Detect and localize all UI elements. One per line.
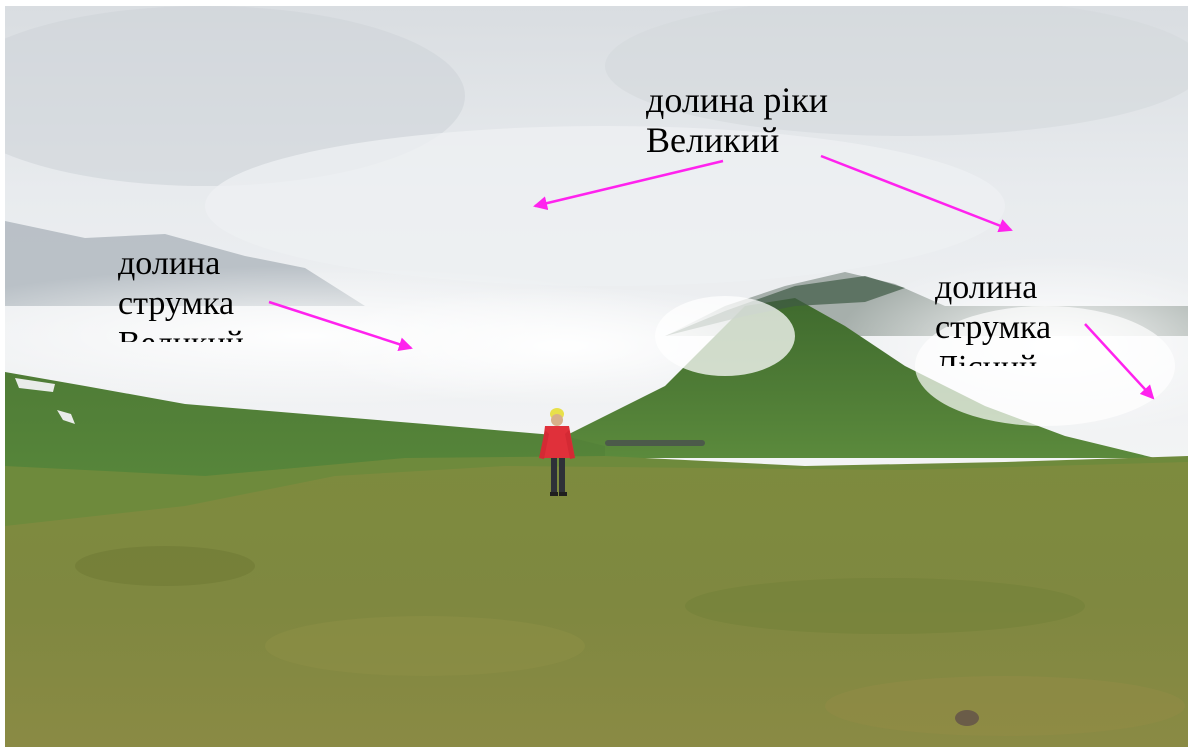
cloud: [605, 6, 1188, 136]
meadow-patch: [825, 676, 1185, 736]
mist-right: [915, 306, 1175, 426]
pond: [605, 440, 705, 446]
label-stream-valley-right: долина струмка Лісний: [935, 268, 1051, 366]
arrow-icon: [1084, 323, 1155, 400]
meadow: [5, 462, 1188, 747]
label-line: Лісний: [935, 348, 1051, 366]
mist-on-peak: [655, 296, 795, 376]
rock: [955, 710, 979, 726]
hiker-figure: [539, 408, 575, 496]
landscape-photo: [5, 6, 1188, 747]
label-river-valley: долина ріки Великий: [646, 80, 828, 160]
photo-frame: [5, 6, 1188, 747]
label-line: струмка: [935, 309, 1052, 346]
arrow-icon: [820, 154, 1013, 233]
label-line: Великий: [646, 120, 780, 160]
arrow-icon: [268, 300, 413, 351]
label-line: струмка: [118, 285, 235, 322]
snow-patch: [15, 378, 55, 392]
label-line: долина: [935, 269, 1038, 306]
label-line: Великий: [118, 324, 244, 342]
snow-patch: [57, 410, 75, 424]
meadow-patch: [685, 578, 1085, 634]
cloud: [5, 6, 465, 186]
meadow-patch: [75, 546, 255, 586]
meadow-patch: [265, 616, 585, 676]
cloud: [205, 126, 1005, 286]
label-line: долина: [118, 245, 221, 282]
label-stream-valley-left: долина струмка Великий: [118, 244, 244, 342]
label-line: долина ріки: [646, 80, 829, 120]
arrow-icon: [533, 159, 724, 211]
